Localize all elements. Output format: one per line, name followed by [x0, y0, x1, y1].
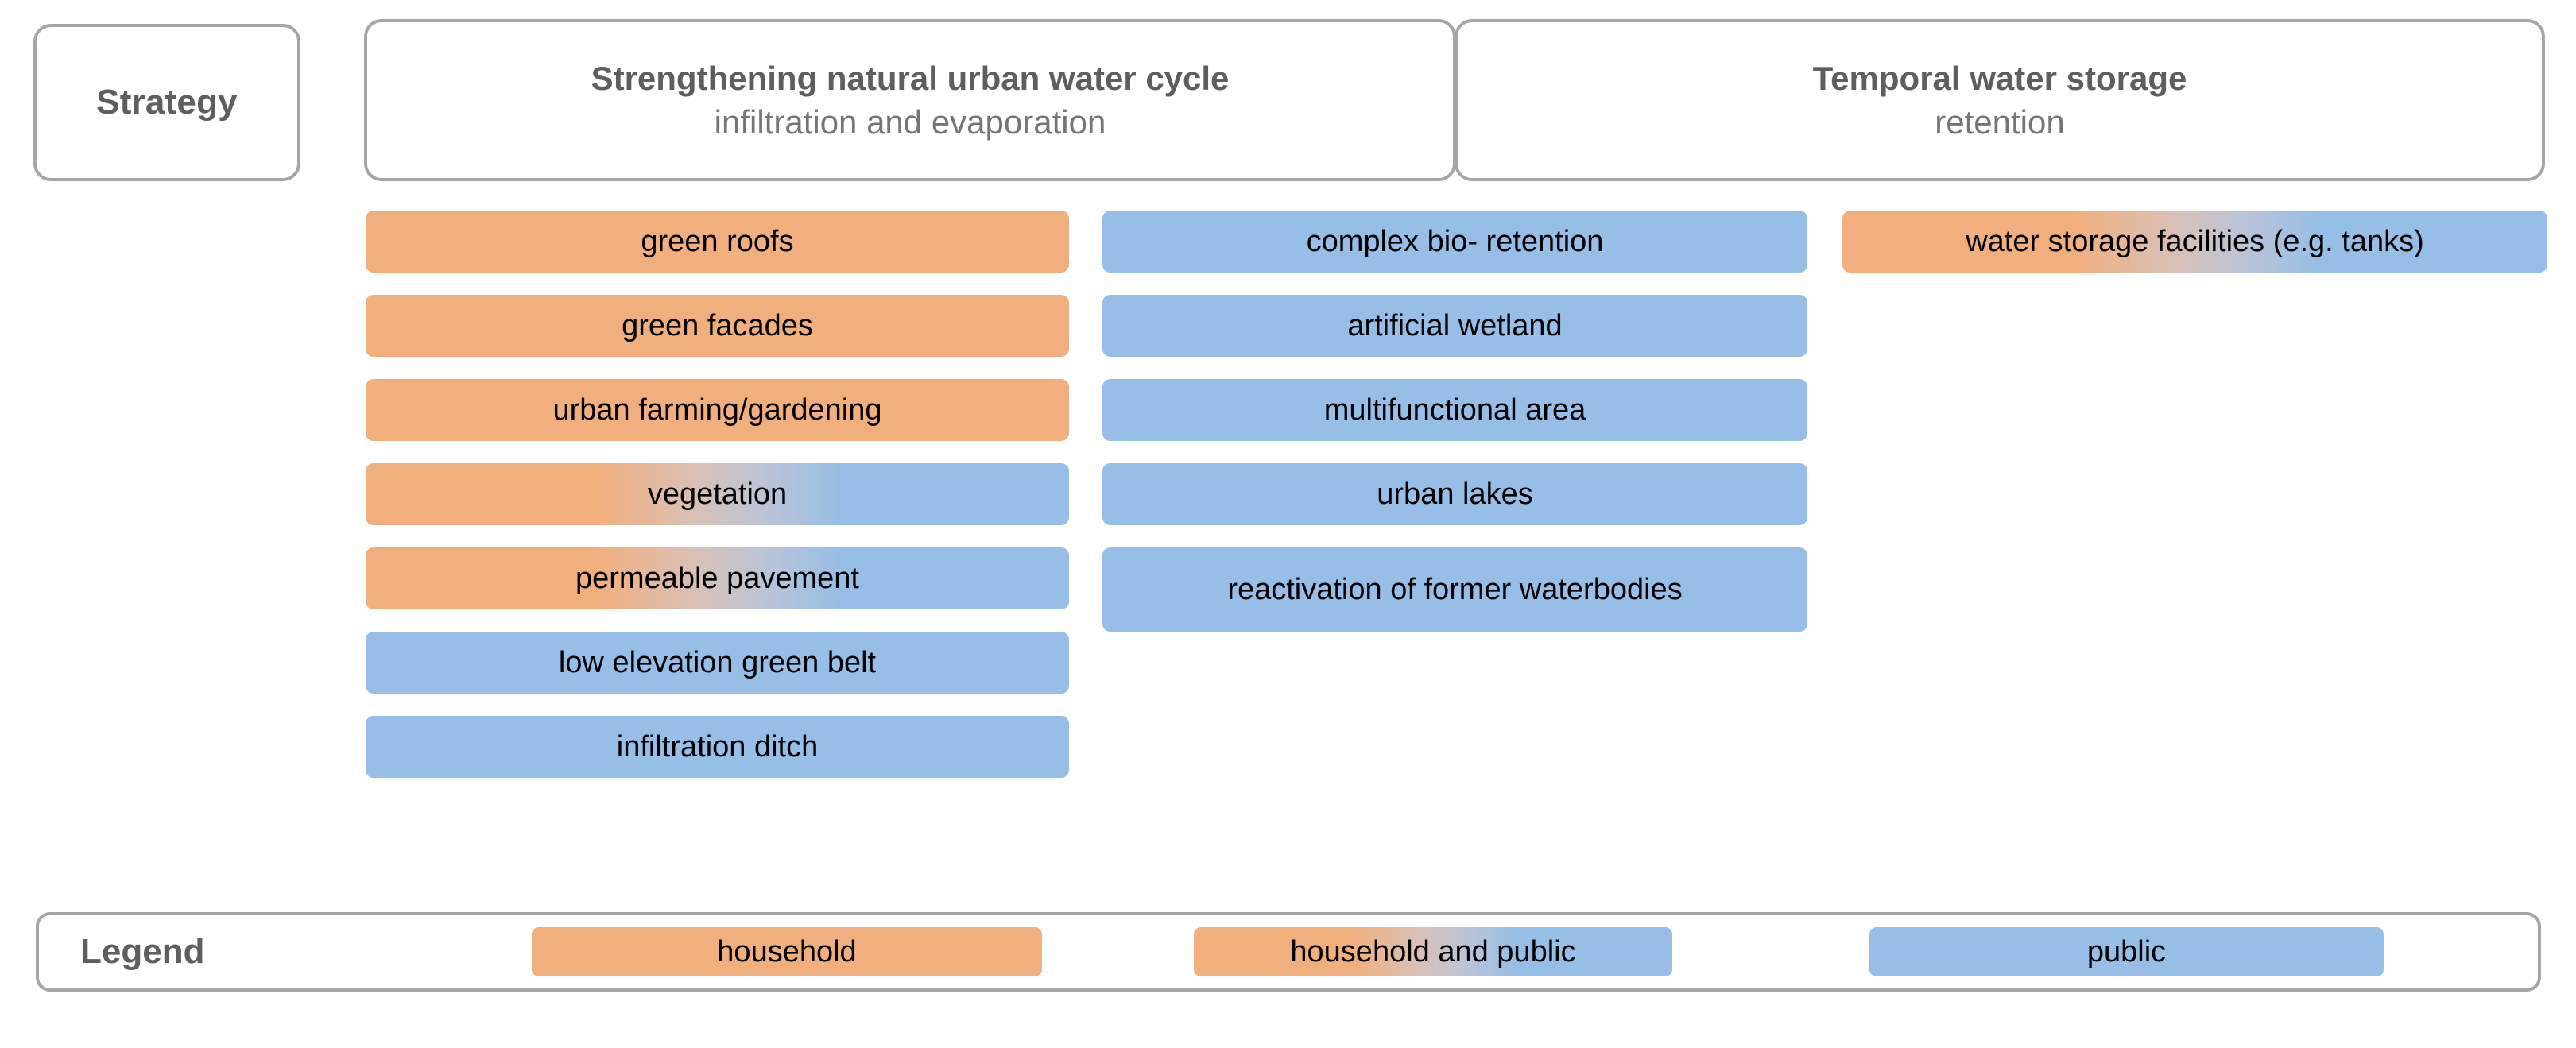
measure-bar[interactable]: infiltration ditch	[366, 716, 1069, 778]
measure-bar[interactable]: complex bio- retention	[1102, 211, 1807, 273]
measure-column-household-infiltration: green roofs green facades urban farming/…	[366, 211, 1069, 800]
legend-title: Legend	[80, 932, 205, 971]
measure-bar[interactable]: water storage facilities (e.g. tanks)	[1842, 211, 2547, 273]
measure-column-temporal-storage: water storage facilities (e.g. tanks)	[1842, 211, 2547, 295]
strategy-column-subtitle: retention	[1935, 103, 2065, 141]
strategy-column-header-storage: Temporal water storage retention	[1455, 19, 2545, 181]
legend-swatch-public[interactable]: public	[1869, 927, 2384, 976]
strategy-column-subtitle: infiltration and evaporation	[714, 103, 1106, 141]
measure-bar[interactable]: urban lakes	[1102, 463, 1807, 525]
strategy-row-label: Strategy	[96, 83, 238, 122]
strategy-row-label-box: Strategy	[33, 24, 300, 181]
legend-swatch-household-and-public[interactable]: household and public	[1194, 927, 1672, 976]
measure-bar[interactable]: green facades	[366, 295, 1069, 357]
strategy-header-row: Strategy Strengthening natural urban wat…	[0, 0, 2576, 191]
measure-bar[interactable]: vegetation	[366, 463, 1069, 525]
strategy-column-title: Strengthening natural urban water cycle	[591, 59, 1230, 97]
measure-bar[interactable]: urban farming/gardening	[366, 379, 1069, 441]
measure-bar[interactable]: multifunctional area	[1102, 379, 1807, 441]
legend-swatch-household[interactable]: household	[532, 927, 1042, 976]
strategy-column-title: Temporal water storage	[1812, 59, 2187, 97]
measure-bar[interactable]: permeable pavement	[366, 547, 1069, 609]
strategy-column-header-infiltration: Strengthening natural urban water cycle …	[364, 19, 1456, 181]
measure-bar[interactable]: green roofs	[366, 211, 1069, 273]
measure-bar[interactable]: artificial wetland	[1102, 295, 1807, 357]
legend-box: Legend household household and public pu…	[36, 912, 2541, 992]
measure-column-public-infiltration: complex bio- retention artificial wetlan…	[1102, 211, 1807, 654]
measure-bar[interactable]: low elevation green belt	[366, 632, 1069, 694]
measure-bar[interactable]: reactivation of former waterbodies	[1102, 547, 1807, 632]
measures-area: green roofs green facades urban farming/…	[0, 211, 2576, 799]
